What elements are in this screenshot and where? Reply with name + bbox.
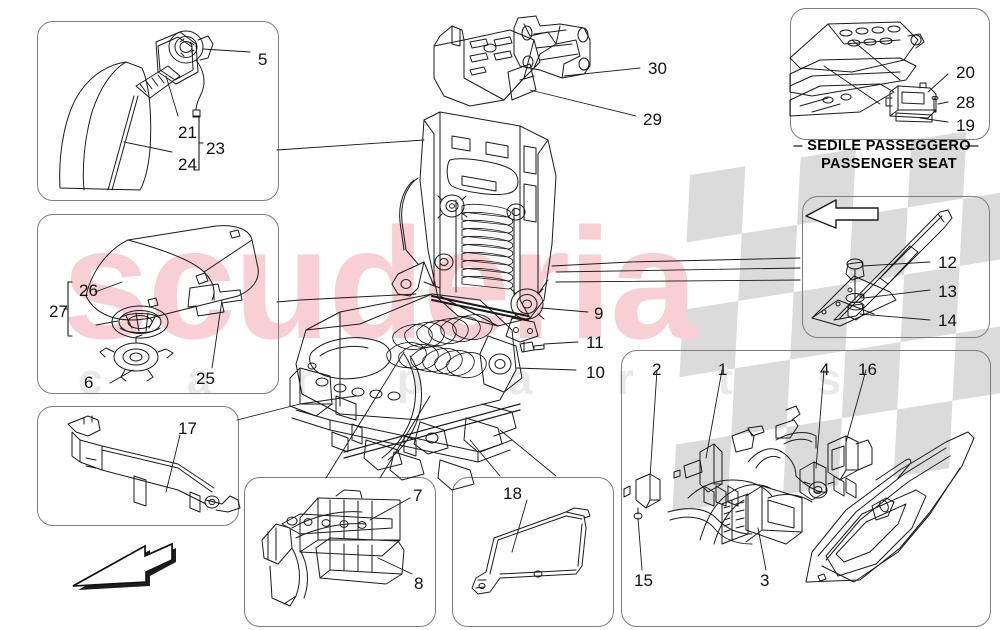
control-module-illustration xyxy=(261,489,413,607)
harness-panel xyxy=(621,350,991,627)
leader-lines xyxy=(236,67,801,479)
caption-english: PASSENGER SEAT xyxy=(821,156,957,172)
callout-2: 2 xyxy=(652,360,662,379)
control-module-panel xyxy=(244,477,436,627)
wire-frame-panel xyxy=(452,477,614,627)
callout-8: 8 xyxy=(414,574,424,593)
callout-19: 19 xyxy=(956,116,975,135)
callout-5: 5 xyxy=(258,50,268,69)
callout-28: 28 xyxy=(956,93,975,112)
seat-rail-illustration xyxy=(805,199,953,327)
wire-frame-illustration xyxy=(471,499,591,595)
callout-11: 11 xyxy=(586,333,604,352)
callout-13: 13 xyxy=(938,282,957,301)
callout-3: 3 xyxy=(760,571,770,590)
callout-17: 17 xyxy=(178,419,197,438)
callout-7: 7 xyxy=(413,486,423,505)
crossmember-panel xyxy=(37,406,239,526)
callout-24: 24 xyxy=(178,155,197,174)
seat-cushion-frame-illustration xyxy=(289,293,523,491)
cushion-illustration xyxy=(63,225,259,384)
headrest-panel xyxy=(37,21,279,201)
harness-illustration xyxy=(623,369,975,583)
callout-30: 30 xyxy=(648,59,667,78)
callout-14: 14 xyxy=(938,311,957,330)
rail-panel xyxy=(802,196,990,338)
callout-15: 15 xyxy=(634,571,653,590)
callout-6: 6 xyxy=(84,373,94,392)
cushion-panel xyxy=(37,214,279,394)
callout-26: 26 xyxy=(79,281,98,300)
callout-18: 18 xyxy=(503,484,522,503)
callout-9: 9 xyxy=(594,304,604,323)
passenger-seat-illustration xyxy=(789,21,979,147)
caption-italian: SEDILE PASSEGGERO xyxy=(807,138,971,154)
callout-20: 20 xyxy=(956,63,975,82)
callout-27: 27 xyxy=(49,302,68,321)
seat-back-frame-illustration xyxy=(391,15,591,353)
callout-4: 4 xyxy=(820,360,830,379)
crossmember-illustration xyxy=(67,415,241,513)
callout-25: 25 xyxy=(196,369,215,388)
direction-arrow-icon xyxy=(72,542,176,590)
callout-23: 23 xyxy=(206,139,225,158)
callout-16: 16 xyxy=(858,360,877,379)
callout-21: 21 xyxy=(178,123,197,142)
callout-29: 29 xyxy=(643,110,662,129)
headrest-illustration xyxy=(59,30,251,191)
callout-10: 10 xyxy=(586,363,605,382)
callout-1: 1 xyxy=(718,360,728,379)
callout-12: 12 xyxy=(938,253,957,272)
